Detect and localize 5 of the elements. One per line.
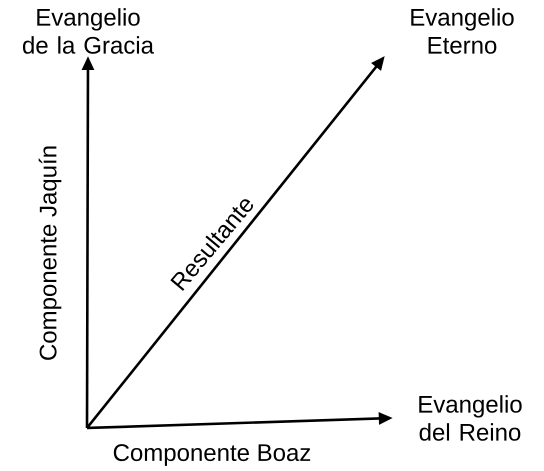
heading-text: Evangelio del Reino — [419, 395, 522, 441]
edge-label: Componente Boaz — [114, 444, 310, 466]
heading-text: Evangelio Eterno — [411, 8, 514, 54]
edge-label: Componente Jaquín — [38, 146, 62, 360]
heading-text: Evangelio de la Gracia — [22, 8, 154, 54]
